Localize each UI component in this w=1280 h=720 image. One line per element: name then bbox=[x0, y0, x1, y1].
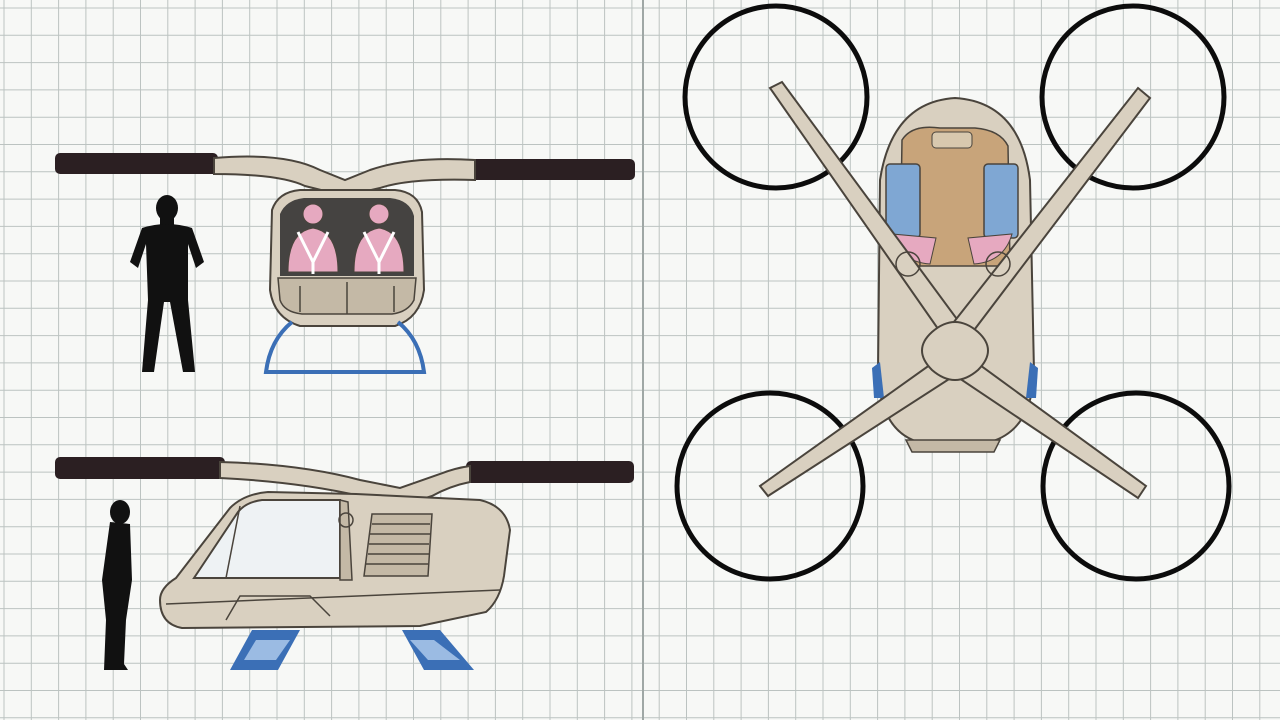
top-seat-right bbox=[967, 163, 1019, 265]
rotor-ring-top-left bbox=[682, 3, 870, 191]
top-view bbox=[674, 3, 1232, 582]
side-rotor-assembly bbox=[55, 457, 634, 508]
side-landing-skids bbox=[230, 630, 474, 670]
rotor-ring-bottom-left bbox=[674, 390, 866, 582]
front-passenger-right bbox=[353, 203, 405, 274]
rotor-ring-bottom-right bbox=[1040, 390, 1232, 582]
person-side-icon bbox=[102, 500, 132, 670]
front-passenger-left bbox=[287, 203, 339, 274]
front-cabin bbox=[268, 189, 426, 327]
person-front-icon bbox=[130, 195, 204, 372]
rotor-ring-top-right bbox=[1039, 3, 1227, 191]
front-landing-skid bbox=[263, 320, 427, 374]
top-rotor-arms bbox=[758, 80, 1152, 500]
top-fuselage bbox=[872, 96, 1038, 453]
side-view bbox=[55, 457, 634, 670]
side-fuselage bbox=[158, 490, 512, 630]
front-rotor-assembly bbox=[55, 153, 635, 198]
front-view bbox=[55, 153, 635, 374]
side-vent-grille bbox=[363, 513, 433, 577]
